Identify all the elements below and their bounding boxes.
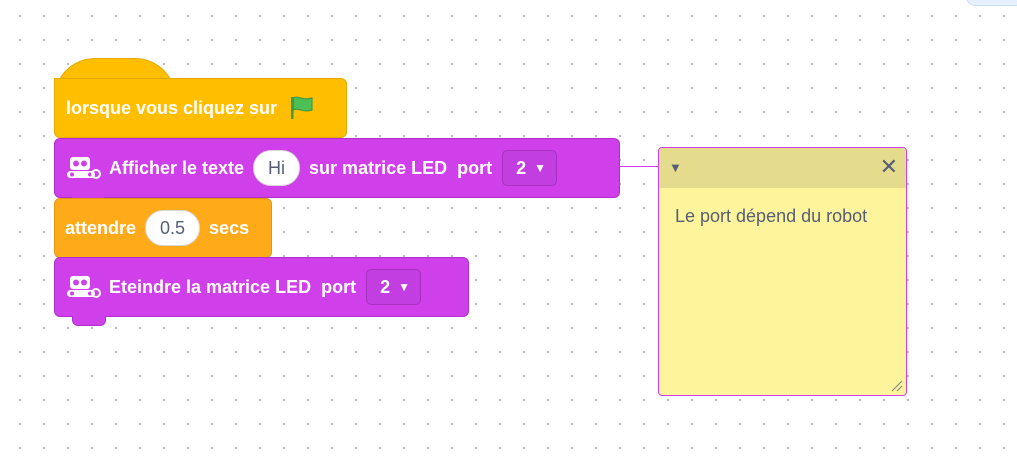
turn-off-label: Eteindre la matrice LED — [109, 276, 312, 297]
when-flag-clicked-block[interactable]: lorsque vous cliquez sur — [54, 78, 347, 138]
block-comment[interactable]: ▼ ✕ Le port dépend du robot — [658, 147, 907, 396]
robot-led-icon — [67, 157, 101, 179]
resize-handle-icon[interactable] — [889, 378, 903, 392]
port-dropdown[interactable]: 2 ▼ — [502, 150, 558, 186]
wait-unit-label: secs — [209, 217, 250, 238]
hat-block-label: lorsque vous cliquez sur — [66, 97, 278, 118]
wait-duration-input[interactable]: 0.5 — [145, 210, 201, 246]
close-comment-icon[interactable]: ✕ — [879, 154, 898, 179]
green-flag-icon — [291, 96, 313, 119]
port-label: port — [457, 157, 493, 178]
robot-led-icon — [67, 276, 101, 298]
block-notch — [72, 316, 106, 326]
comment-text[interactable]: Le port dépend du robot — [675, 206, 868, 226]
port-dropdown[interactable]: 2 ▼ — [366, 269, 421, 305]
comment-connector-line — [620, 166, 660, 167]
led-matrix-label: sur matrice LED — [309, 157, 448, 178]
port-value: 2 — [380, 276, 391, 297]
turn-off-led-block[interactable]: Eteindre la matrice LED port 2 ▼ — [54, 257, 469, 317]
wait-label: attendre — [65, 217, 137, 238]
show-text-led-block[interactable]: Afficher le texte Hi sur matrice LED por… — [54, 138, 620, 198]
text-input[interactable]: Hi — [253, 150, 301, 186]
port-value: 2 — [516, 157, 527, 178]
dropdown-arrow-icon: ▼ — [398, 280, 410, 294]
port-label: port — [321, 276, 357, 297]
show-text-label: Afficher le texte — [109, 157, 245, 178]
top-right-widget[interactable] — [965, 0, 1017, 6]
dropdown-arrow-icon: ▼ — [534, 161, 547, 175]
hat-cap-join — [55, 79, 173, 85]
collapse-comment-icon[interactable]: ▼ — [669, 160, 682, 175]
wait-block[interactable]: attendre 0.5 secs — [54, 198, 272, 258]
comment-header[interactable]: ▼ ✕ — [659, 148, 906, 188]
